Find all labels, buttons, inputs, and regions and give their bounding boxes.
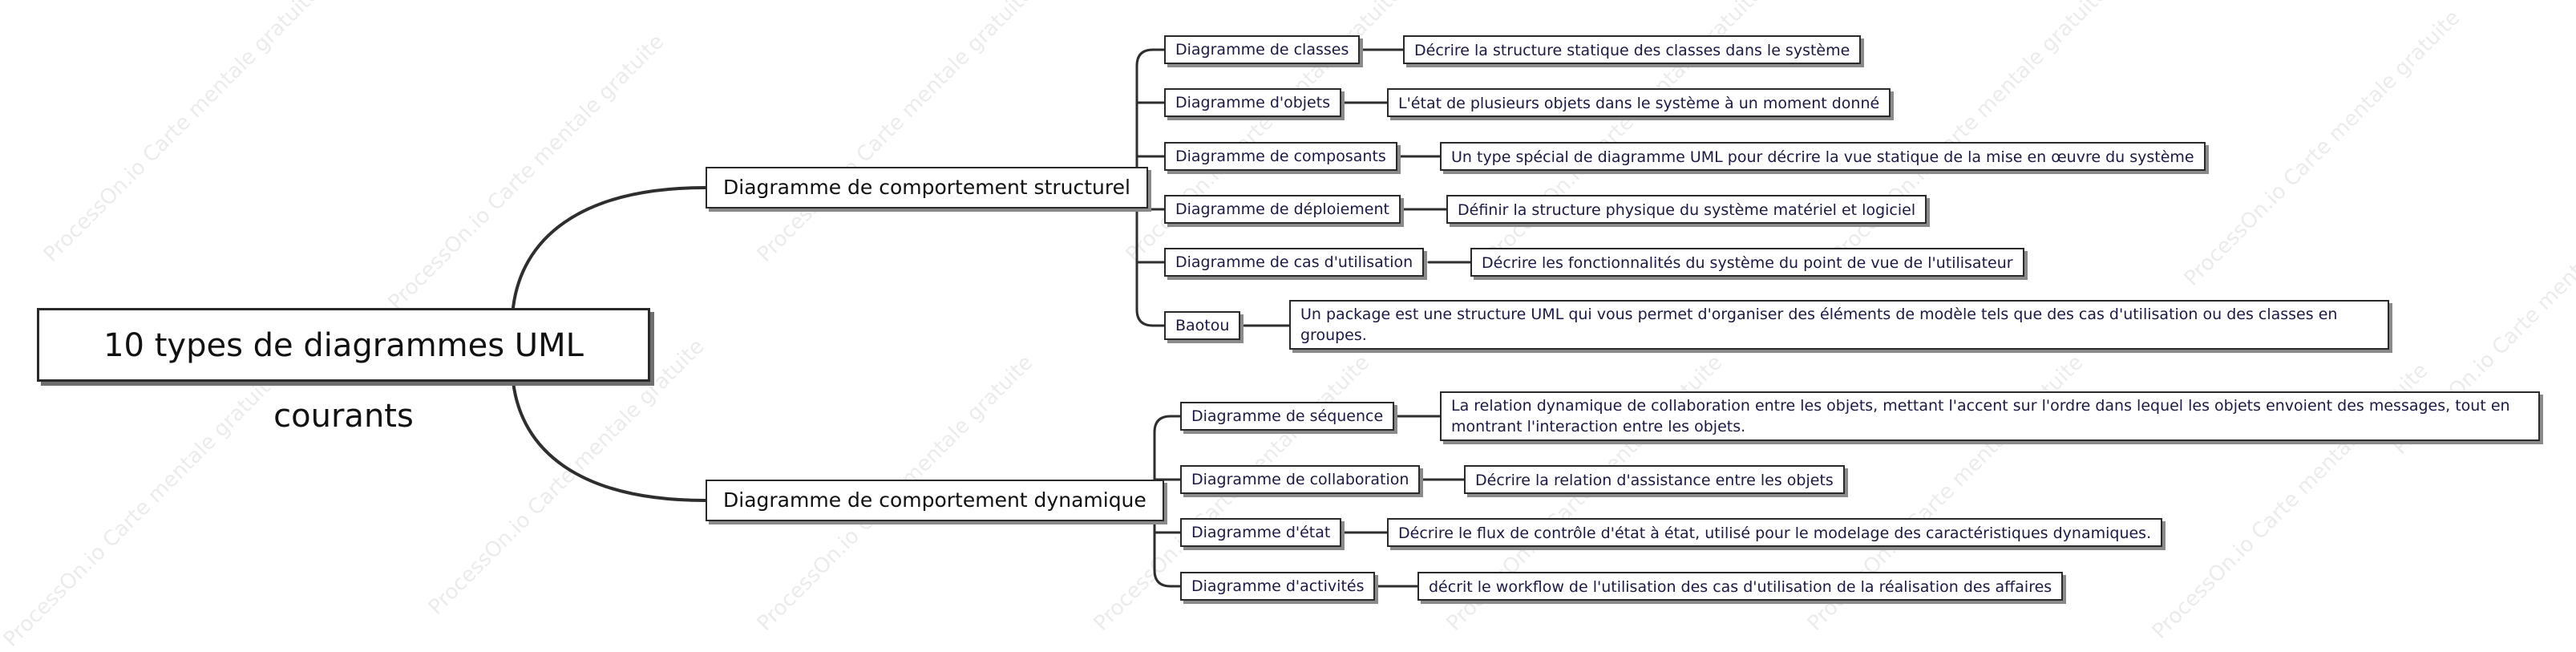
node-class-diagram[interactable]: Diagramme de classes (1164, 35, 1361, 64)
connector-root-dynamic (512, 380, 707, 502)
node-component-diagram[interactable]: Diagramme de composants (1164, 142, 1397, 171)
branch-dynamic[interactable]: Diagramme de comportement dynamique (706, 480, 1164, 521)
desc-state-diagram[interactable]: Décrire le flux de contrôle d'état à éta… (1387, 518, 2163, 547)
node-use-case-diagram[interactable]: Diagramme de cas d'utilisation (1164, 248, 1425, 277)
desc-package[interactable]: Un package est une structure UML qui vou… (1289, 300, 2389, 350)
desc-deployment-diagram[interactable]: Définir la structure physique du système… (1446, 195, 1927, 224)
desc-activity-diagram[interactable]: décrit le workflow de l'utilisation des … (1417, 572, 2064, 601)
node-sequence-diagram[interactable]: Diagramme de séquence (1180, 402, 1395, 431)
node-activity-diagram[interactable]: Diagramme d'activités (1180, 572, 1376, 601)
node-deployment-diagram[interactable]: Diagramme de déploiement (1164, 195, 1401, 224)
desc-component-diagram[interactable]: Un type spécial de diagramme UML pour dé… (1440, 142, 2206, 171)
connector-root-structural (512, 186, 707, 310)
desc-use-case-diagram[interactable]: Décrire les fonctionnalités du système d… (1470, 248, 2024, 277)
desc-sequence-diagram[interactable]: La relation dynamique de collaboration e… (1440, 391, 2540, 441)
desc-class-diagram[interactable]: Décrire la structure statique des classe… (1403, 35, 1862, 64)
node-state-diagram[interactable]: Diagramme d'état (1180, 518, 1342, 547)
node-package[interactable]: Baotou (1164, 311, 1241, 340)
branch-structural[interactable]: Diagramme de comportement structurel (706, 167, 1148, 209)
node-object-diagram[interactable]: Diagramme d'objets (1164, 88, 1342, 117)
desc-object-diagram[interactable]: L'état de plusieurs objets dans le systè… (1387, 88, 1891, 117)
desc-collaboration-diagram[interactable]: Décrire la relation d'assistance entre l… (1464, 465, 1845, 494)
node-collaboration-diagram[interactable]: Diagramme de collaboration (1180, 465, 1421, 494)
root-topic[interactable]: 10 types de diagrammes UML courants (37, 308, 650, 435)
